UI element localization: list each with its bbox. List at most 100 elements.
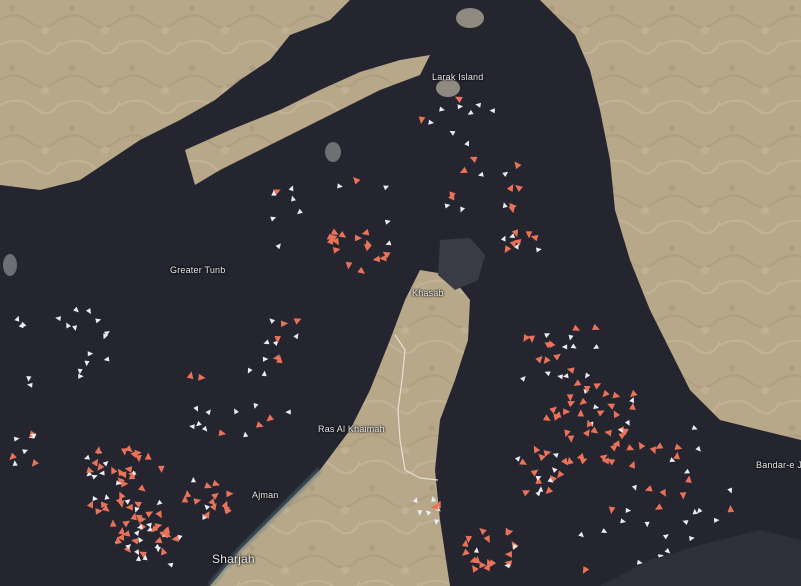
vessel-tanker-icon[interactable]	[338, 230, 348, 241]
vessel-cargo-icon[interactable]	[535, 489, 542, 497]
vessel-tanker-icon[interactable]	[469, 563, 479, 573]
vessel-tanker-icon[interactable]	[218, 429, 227, 437]
vessel-cargo-icon[interactable]	[513, 242, 521, 250]
vessel-cargo-icon[interactable]	[620, 518, 627, 524]
vessel-cargo-icon[interactable]	[142, 554, 148, 561]
vessel-tanker-icon[interactable]	[610, 442, 620, 452]
vessel-tanker-icon[interactable]	[544, 339, 555, 349]
vessel-tanker-icon[interactable]	[354, 234, 363, 242]
vessel-cargo-icon[interactable]	[500, 235, 508, 242]
vessel-tanker-icon[interactable]	[154, 522, 164, 530]
vessel-cargo-icon[interactable]	[115, 480, 122, 486]
vessel-tanker-icon[interactable]	[618, 430, 628, 440]
vessel-tanker-icon[interactable]	[525, 231, 533, 239]
vessel-cargo-icon[interactable]	[285, 409, 291, 415]
vessel-cargo-icon[interactable]	[26, 376, 32, 382]
vessel-tanker-icon[interactable]	[157, 465, 165, 473]
vessel-tanker-icon[interactable]	[606, 456, 616, 466]
vessel-tanker-icon[interactable]	[629, 402, 636, 411]
vessel-tanker-icon[interactable]	[159, 546, 168, 556]
vessel-tanker-icon[interactable]	[659, 488, 669, 499]
vessel-tanker-icon[interactable]	[332, 246, 341, 254]
vessel-cargo-icon[interactable]	[101, 333, 109, 340]
vessel-tanker-icon[interactable]	[7, 452, 17, 463]
vessel-tanker-icon[interactable]	[329, 234, 338, 243]
vessel-tanker-icon[interactable]	[583, 386, 591, 394]
vessel-cargo-icon[interactable]	[29, 432, 37, 439]
vessel-tanker-icon[interactable]	[577, 397, 588, 408]
vessel-cargo-icon[interactable]	[83, 454, 90, 462]
vessel-tanker-icon[interactable]	[582, 427, 593, 437]
vessel-tanker-icon[interactable]	[275, 355, 284, 364]
vessel-tanker-icon[interactable]	[673, 451, 681, 460]
vessel-cargo-icon[interactable]	[78, 373, 84, 379]
vessel-tanker-icon[interactable]	[274, 335, 281, 344]
vessel-tanker-icon[interactable]	[135, 454, 142, 463]
vessel-cargo-icon[interactable]	[644, 521, 650, 528]
vessel-tanker-icon[interactable]	[255, 421, 265, 430]
vessel-cargo-icon[interactable]	[552, 451, 559, 458]
vessel-tanker-icon[interactable]	[137, 549, 147, 558]
vessel-cargo-icon[interactable]	[125, 542, 132, 550]
vessel-cargo-icon[interactable]	[136, 524, 143, 530]
vessel-cargo-icon[interactable]	[203, 503, 210, 511]
vessel-tanker-icon[interactable]	[612, 391, 621, 400]
vessel-cargo-icon[interactable]	[417, 510, 423, 516]
vessel-tanker-icon[interactable]	[600, 389, 610, 400]
vessel-cargo-icon[interactable]	[511, 543, 518, 551]
vessel-tanker-icon[interactable]	[86, 466, 95, 476]
vessel-tanker-icon[interactable]	[522, 487, 531, 497]
vessel-tanker-icon[interactable]	[124, 465, 133, 473]
vessel-cargo-icon[interactable]	[727, 487, 734, 494]
vessel-cargo-icon[interactable]	[262, 356, 269, 362]
vessel-tanker-icon[interactable]	[511, 229, 521, 238]
vessel-tanker-icon[interactable]	[121, 480, 129, 488]
vessel-tanker-icon[interactable]	[193, 497, 202, 505]
vessel-tanker-icon[interactable]	[504, 559, 513, 567]
vessel-tanker-icon[interactable]	[351, 175, 361, 185]
vessel-cargo-icon[interactable]	[252, 402, 259, 410]
vessel-cargo-icon[interactable]	[295, 208, 303, 216]
vessel-cargo-icon[interactable]	[501, 202, 508, 209]
vessel-tanker-icon[interactable]	[535, 354, 545, 364]
vessel-cargo-icon[interactable]	[384, 218, 392, 225]
vessel-tanker-icon[interactable]	[509, 202, 517, 210]
vessel-cargo-icon[interactable]	[293, 332, 300, 340]
vessel-tanker-icon[interactable]	[543, 486, 554, 497]
vessel-tanker-icon[interactable]	[163, 526, 173, 536]
vessel-cargo-icon[interactable]	[194, 420, 202, 428]
vessel-cargo-icon[interactable]	[154, 543, 162, 551]
vessel-tanker-icon[interactable]	[122, 530, 131, 538]
vessel-cargo-icon[interactable]	[502, 170, 509, 177]
vessel-tanker-icon[interactable]	[418, 116, 426, 124]
vessel-cargo-icon[interactable]	[547, 477, 554, 484]
vessel-tanker-icon[interactable]	[453, 94, 463, 103]
vessel-tanker-icon[interactable]	[461, 539, 470, 547]
vessel-tanker-icon[interactable]	[626, 444, 635, 453]
vessel-tanker-icon[interactable]	[601, 457, 609, 465]
vessel-tanker-icon[interactable]	[118, 527, 126, 535]
vessel-tanker-icon[interactable]	[679, 492, 687, 500]
vessel-tanker-icon[interactable]	[502, 245, 512, 255]
vessel-cargo-icon[interactable]	[695, 507, 703, 515]
vessel-cargo-icon[interactable]	[193, 405, 200, 413]
vessel-tanker-icon[interactable]	[264, 414, 275, 424]
vessel-tanker-icon[interactable]	[636, 440, 646, 450]
vessel-cargo-icon[interactable]	[263, 339, 270, 346]
vessel-cargo-icon[interactable]	[550, 466, 558, 473]
vessel-cargo-icon[interactable]	[458, 206, 466, 213]
vessel-tanker-icon[interactable]	[144, 452, 152, 460]
vessel-cargo-icon[interactable]	[87, 351, 94, 357]
vessel-tanker-icon[interactable]	[184, 489, 192, 498]
vessel-cargo-icon[interactable]	[22, 447, 29, 455]
vessel-tanker-icon[interactable]	[95, 507, 103, 515]
vessel-tanker-icon[interactable]	[171, 535, 179, 543]
vessel-cargo-icon[interactable]	[20, 321, 27, 328]
vessel-cargo-icon[interactable]	[464, 139, 471, 147]
vessel-tanker-icon[interactable]	[163, 530, 173, 540]
vessel-tanker-icon[interactable]	[362, 241, 372, 252]
vessel-tanker-icon[interactable]	[572, 379, 582, 389]
vessel-tanker-icon[interactable]	[138, 484, 148, 494]
vessel-cargo-icon[interactable]	[124, 497, 132, 505]
vessel-tanker-icon[interactable]	[203, 509, 212, 519]
